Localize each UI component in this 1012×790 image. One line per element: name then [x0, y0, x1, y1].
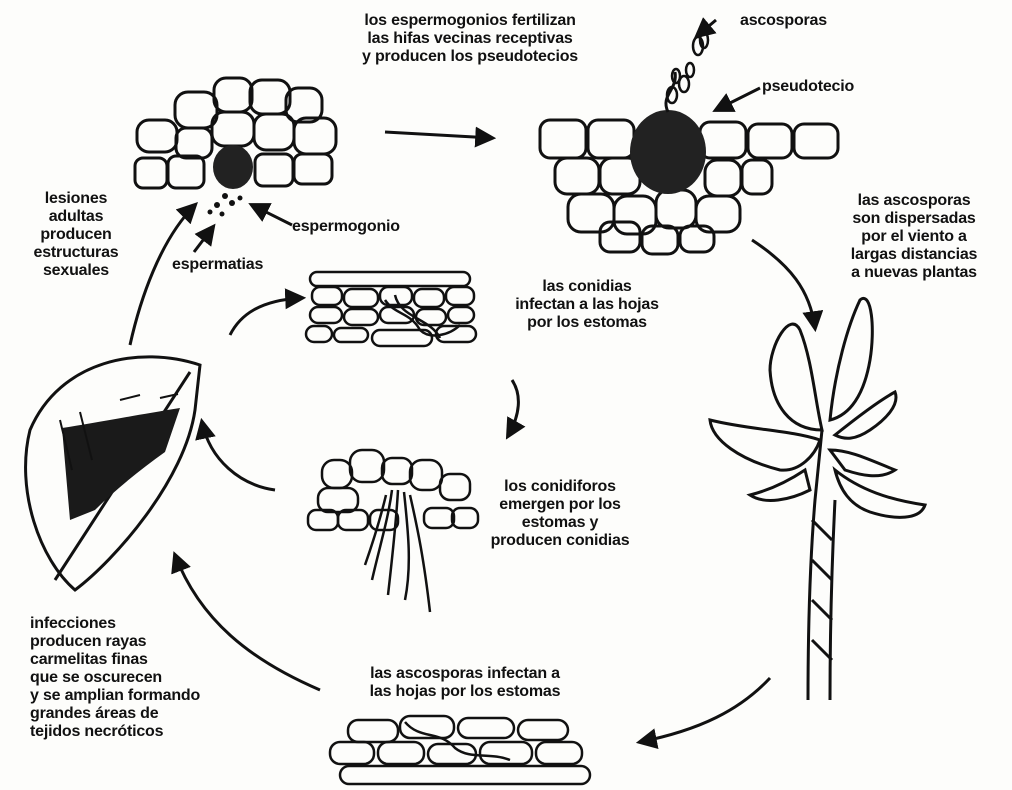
conidiophore-section	[308, 450, 478, 612]
fertilize-label: los espermogonios fertilizan las hifas v…	[320, 12, 620, 66]
ascospore-infect-label: las ascosporas infectan a las hojas por …	[340, 665, 590, 701]
conidia-infect-label: las conidias infectan a las hojas por lo…	[482, 278, 692, 332]
conidia-leaf-section	[306, 272, 476, 346]
pseudothecium	[630, 32, 708, 194]
diseased-leaf	[26, 357, 200, 590]
banana-plant	[710, 298, 925, 700]
spermogonium	[208, 145, 254, 217]
lesions-label: lesiones adultas producen estructuras se…	[22, 190, 130, 280]
espermogonio-label: espermogonio	[292, 218, 400, 236]
conidiophores-label: los conidiforos emergen por los estomas …	[470, 478, 650, 550]
cycle-arrows	[130, 20, 815, 742]
ascosporas-label: ascosporas	[740, 12, 827, 30]
infections-label: infecciones producen rayas carmelitas fi…	[30, 615, 200, 741]
pseudotecio-label: pseudotecio	[762, 78, 854, 96]
ascospore-leaf-section	[330, 716, 590, 784]
espermatias-label: espermatias	[172, 256, 263, 274]
dispersed-label: las ascosporas son dispersadas por el vi…	[824, 192, 1004, 282]
